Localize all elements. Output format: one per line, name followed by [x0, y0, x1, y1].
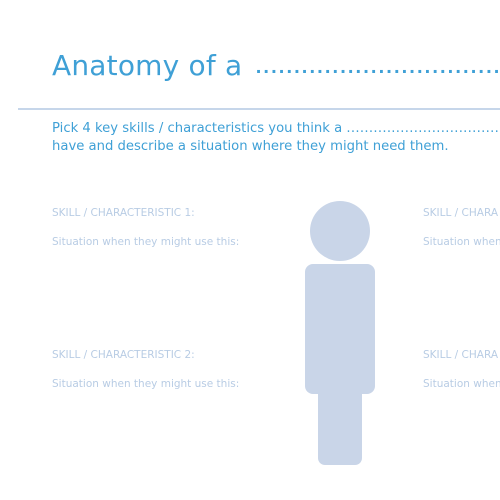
- instructions-blank: ........................................…: [346, 121, 500, 136]
- figure-head: [310, 201, 370, 261]
- figure-legs: [318, 375, 362, 465]
- instructions-line-1-text: Pick 4 key skills / characteristics you …: [52, 121, 343, 136]
- page-title-blank: ................................: [255, 58, 500, 77]
- instructions-line-2: have and describe a situation where they…: [52, 139, 449, 154]
- skill-label-3: SKILL / CHARA: [423, 207, 499, 219]
- instructions: Pick 4 key skills / characteristics you …: [52, 120, 500, 156]
- instructions-line-1: Pick 4 key skills / characteristics you …: [52, 120, 500, 138]
- title-divider: [18, 108, 500, 110]
- situation-label-4: Situation when: [423, 378, 500, 390]
- skill-label-1: SKILL / CHARACTERISTIC 1:: [52, 207, 195, 219]
- figure-torso: [305, 264, 375, 394]
- skill-label-2: SKILL / CHARACTERISTIC 2:: [52, 349, 195, 361]
- page-title-text: Anatomy of a: [52, 49, 243, 82]
- situation-label-3: Situation when: [423, 236, 500, 248]
- skill-label-4: SKILL / CHARA: [423, 349, 499, 361]
- situation-label-2: Situation when they might use this:: [52, 378, 240, 390]
- page-title: Anatomy of a ...........................…: [52, 48, 500, 86]
- situation-label-1: Situation when they might use this:: [52, 236, 240, 248]
